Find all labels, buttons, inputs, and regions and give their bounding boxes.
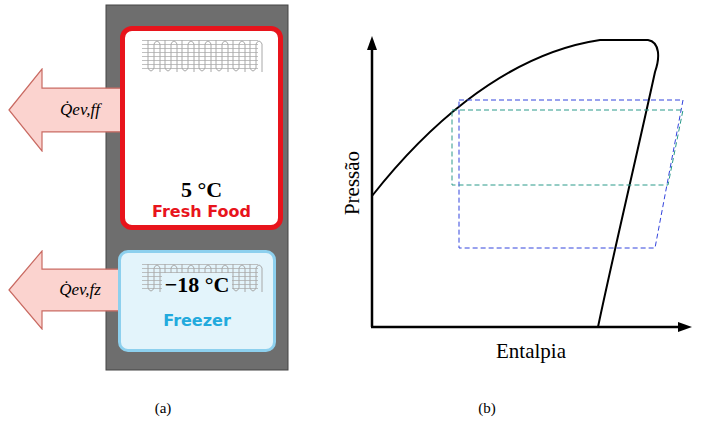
- temperature-label: −18 °C: [162, 273, 233, 297]
- refrigerator-cabinet: [106, 5, 288, 370]
- heat-rate-label: Q̇ev,fz: [59, 280, 101, 300]
- saturation-dome: [372, 40, 658, 327]
- cycle-blue: [459, 100, 683, 248]
- heat-flow-arrow: Q̇ev,ff: [8, 68, 122, 152]
- freezer-compartment: −18 °C Freezer: [118, 250, 276, 352]
- ph-axes: [367, 36, 692, 332]
- compartment-name: Fresh Food: [152, 202, 251, 221]
- temperature-label: 5 °C: [181, 178, 222, 202]
- axis-label: Pressão: [340, 151, 365, 215]
- panel-label: (b): [478, 400, 496, 417]
- panel-label: (a): [155, 400, 172, 417]
- cycle-green: [452, 110, 683, 185]
- fresh-food-compartment: 5 °CFresh Food: [120, 26, 283, 230]
- compartment-name: Freezer: [163, 311, 231, 330]
- axis-label: Entalpia: [496, 339, 566, 364]
- heat-flow-arrow: Q̇ev,fz: [8, 250, 122, 330]
- heat-rate-label: Q̇ev,ff: [60, 100, 100, 120]
